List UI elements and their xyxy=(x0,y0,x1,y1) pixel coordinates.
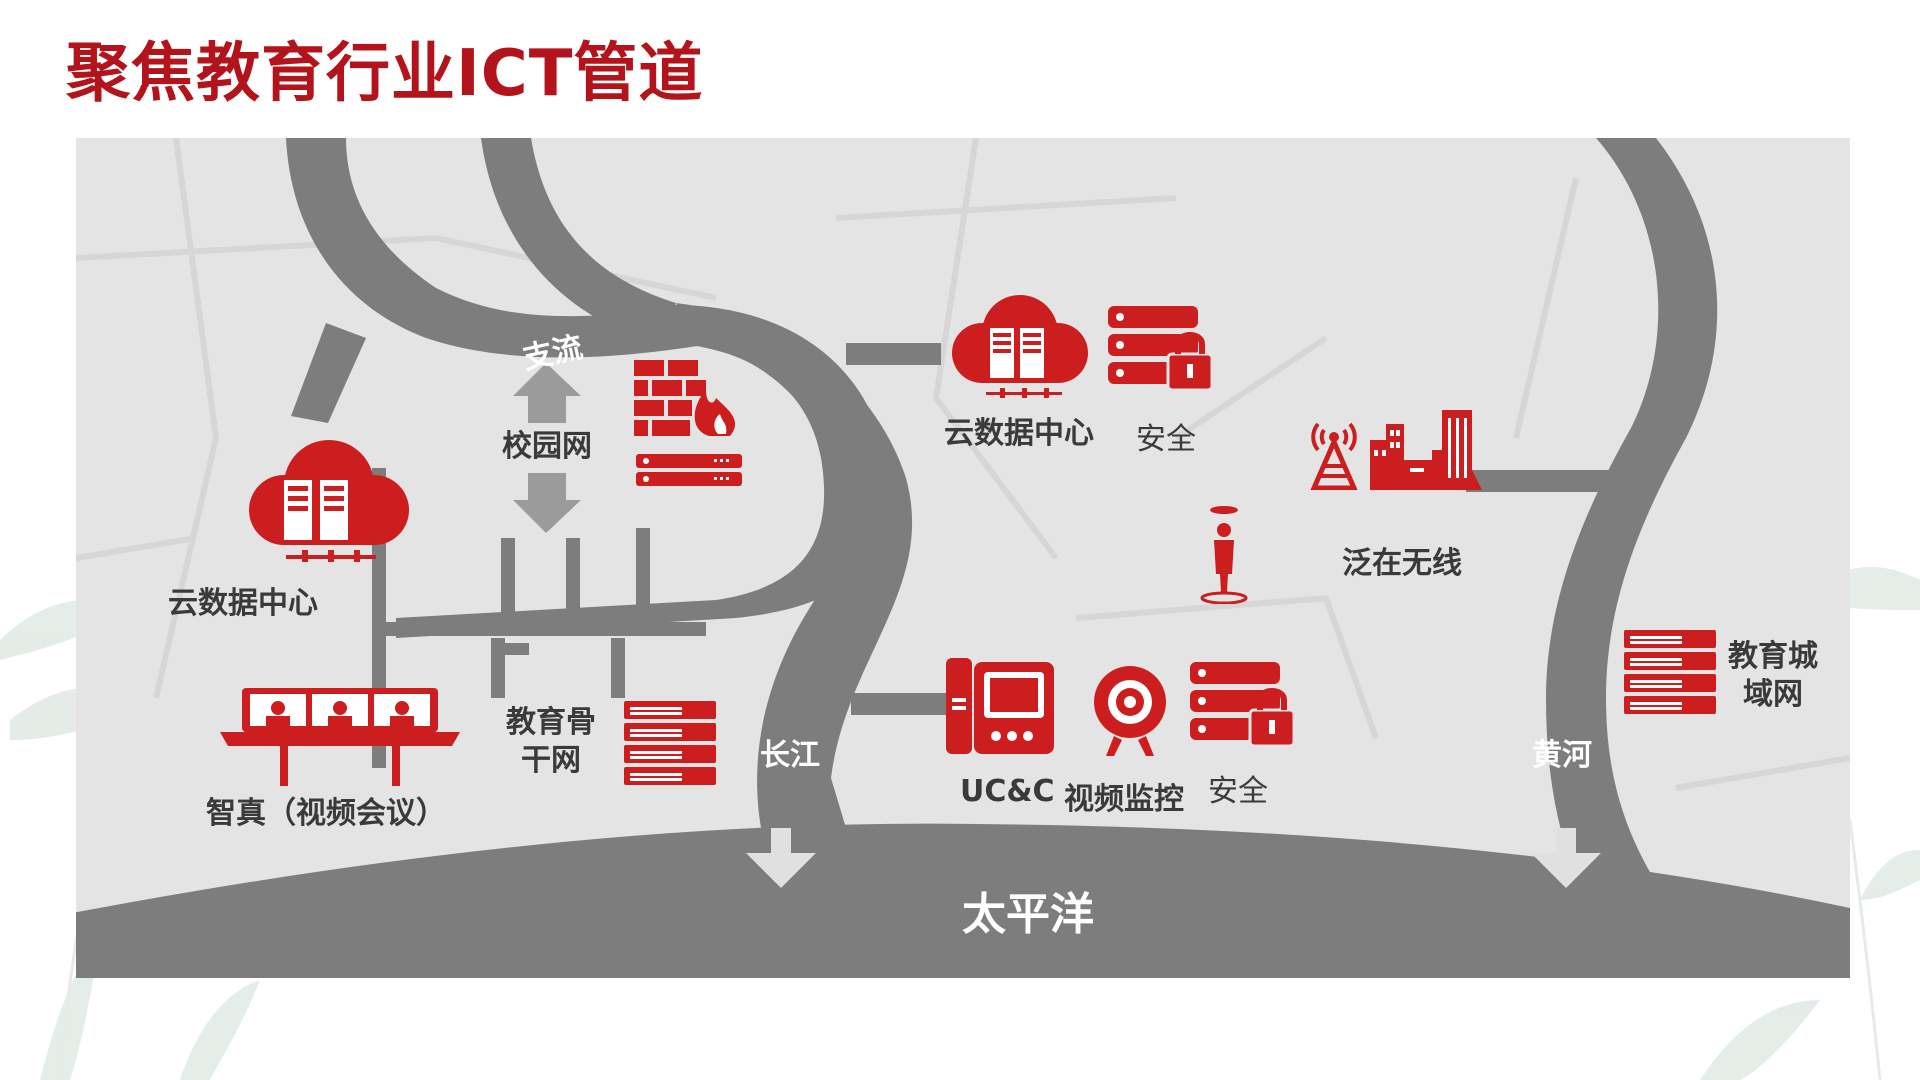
security-lock-icon xyxy=(1190,662,1296,748)
backbone-label-line1: 教育骨 xyxy=(506,705,596,740)
router-icon xyxy=(636,454,742,486)
metro-label-line2: 域网 xyxy=(1743,677,1803,712)
top-security-label: 安全 xyxy=(1136,422,1196,457)
yellow-river-label: 黄河 xyxy=(1532,738,1592,773)
server-rack-icon xyxy=(624,701,716,785)
video-surveillance-label: 视频监控 xyxy=(1064,782,1184,817)
map-background xyxy=(72,137,1851,978)
metro-network-label: 教育城 域网 xyxy=(1728,638,1818,714)
ict-pipeline-map: 支流 校园网 云数据中心 智真（视频会议） 教育骨 干网 长江 云数据中心 安全… xyxy=(72,137,1851,978)
yangtze-label: 长江 xyxy=(760,738,820,773)
wireless-label: 泛在无线 xyxy=(1342,546,1462,581)
top-cloud-datacenter-label: 云数据中心 xyxy=(944,416,1094,451)
backbone-label-line2: 干网 xyxy=(521,743,581,778)
cloud-datacenter-icon xyxy=(249,440,409,562)
person-icon xyxy=(1200,506,1248,604)
conference-table-icon xyxy=(220,688,460,786)
buildings-icon xyxy=(1370,410,1482,490)
pacific-ocean-label: 太平洋 xyxy=(962,889,1094,940)
metro-label-line1: 教育城 xyxy=(1728,639,1818,674)
telepresence-label: 智真（视频会议） xyxy=(206,796,446,831)
ucc-label: UC&C xyxy=(960,774,1055,809)
left-cloud-datacenter-label: 云数据中心 xyxy=(168,586,318,621)
camera-icon xyxy=(1094,666,1166,756)
security-lock-icon xyxy=(1108,306,1214,392)
page-title: 聚焦教育行业ICT管道 xyxy=(66,37,704,111)
cloud-datacenter-icon xyxy=(952,295,1088,398)
phone-icon xyxy=(946,658,1054,754)
firewall-icon xyxy=(634,360,736,436)
campus-network-label: 校园网 xyxy=(502,429,592,464)
wireless-tower-icon xyxy=(1310,422,1358,490)
backbone-network-label: 教育骨 干网 xyxy=(506,704,596,780)
bottom-security-label: 安全 xyxy=(1208,774,1268,809)
server-rack-icon xyxy=(1624,630,1716,714)
